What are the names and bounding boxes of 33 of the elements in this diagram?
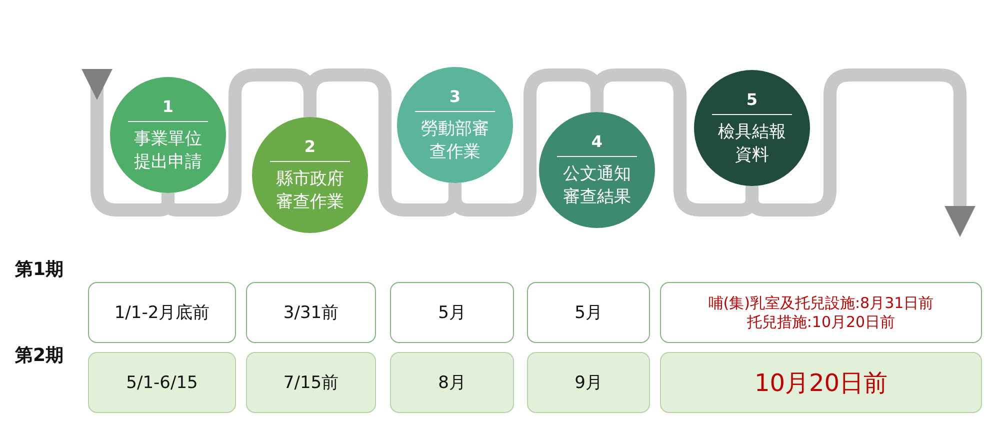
step-number: 5 [712, 90, 792, 116]
date-cell [390, 282, 514, 343]
date-cell [246, 352, 376, 413]
date-cell [390, 352, 514, 413]
date-cell [527, 282, 650, 343]
date-text: 7/15前 [283, 372, 339, 394]
period-label: 第1期 [15, 258, 64, 281]
date-text: 3/31前 [283, 302, 339, 324]
step-text: 勞動部審查作業 [420, 118, 490, 163]
date-text: 5月 [438, 302, 466, 324]
date-text: 托兒措施:10月20日前 [746, 312, 896, 332]
date-cell [660, 282, 982, 343]
date-text: 5月 [574, 302, 602, 324]
date-text: 1/1-2月底前 [114, 302, 210, 324]
date-text: 8月 [438, 372, 466, 394]
step-text: 事業單位提出申請 [133, 128, 203, 173]
date-text: 9月 [574, 372, 602, 394]
date-cell [88, 352, 236, 413]
step-text: 縣市政府審查作業 [275, 168, 345, 213]
date-cell [660, 352, 982, 413]
step-number: 1 [128, 97, 208, 122]
step-text: 檢具結報資料 [717, 121, 787, 166]
date-text: 5/1-6/15 [126, 372, 198, 392]
date-cell [88, 282, 236, 343]
date-text: 哺(集)乳室及托兒設施:8月31日前 [708, 294, 934, 312]
period-label: 第2期 [15, 344, 64, 367]
date-cell [246, 282, 376, 343]
step-number: 4 [557, 132, 637, 158]
date-cell [527, 352, 650, 413]
step-number: 3 [415, 87, 495, 112]
step-text: 公文通知審查結果 [562, 163, 632, 208]
date-text: 10月20日前 [754, 368, 888, 398]
step-number: 2 [270, 137, 350, 162]
